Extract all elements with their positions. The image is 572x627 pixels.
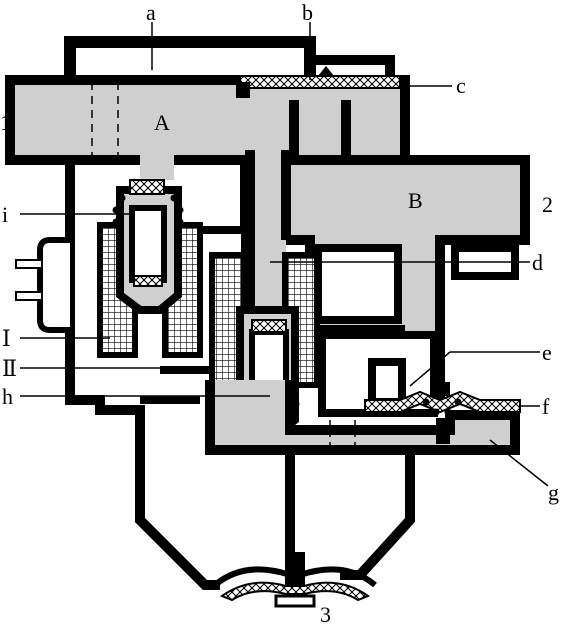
label-i: i bbox=[2, 202, 8, 227]
diaphragm-c bbox=[236, 66, 401, 98]
label-h: h bbox=[2, 384, 13, 409]
lower-body bbox=[140, 396, 415, 592]
connector-plug bbox=[15, 237, 70, 333]
label-coil-I: Ⅰ bbox=[2, 326, 11, 351]
leader-lines bbox=[20, 22, 549, 487]
top-frame bbox=[64, 36, 395, 80]
label-g: g bbox=[548, 480, 559, 505]
diaphragm-f bbox=[364, 382, 521, 444]
label-a: a bbox=[146, 0, 156, 25]
label-coil-II: Ⅱ bbox=[2, 356, 17, 381]
label-c: c bbox=[456, 73, 466, 98]
armature-i bbox=[112, 179, 184, 314]
chamber-b bbox=[280, 155, 530, 405]
label-d: d bbox=[532, 250, 543, 275]
label-port-1: 1 bbox=[0, 110, 11, 135]
label-port-3: 3 bbox=[320, 602, 331, 627]
label-port-2: 2 bbox=[542, 192, 553, 217]
label-chamber-B: B bbox=[408, 188, 423, 213]
label-b: b bbox=[302, 0, 313, 25]
label-e: e bbox=[542, 340, 552, 365]
outlet-3 bbox=[213, 566, 377, 608]
labels: a b c d e f g h i Ⅰ Ⅱ A B 1 2 3 bbox=[0, 0, 559, 627]
label-chamber-A: A bbox=[154, 110, 170, 135]
label-f: f bbox=[542, 394, 550, 419]
channel-b bbox=[289, 100, 351, 160]
